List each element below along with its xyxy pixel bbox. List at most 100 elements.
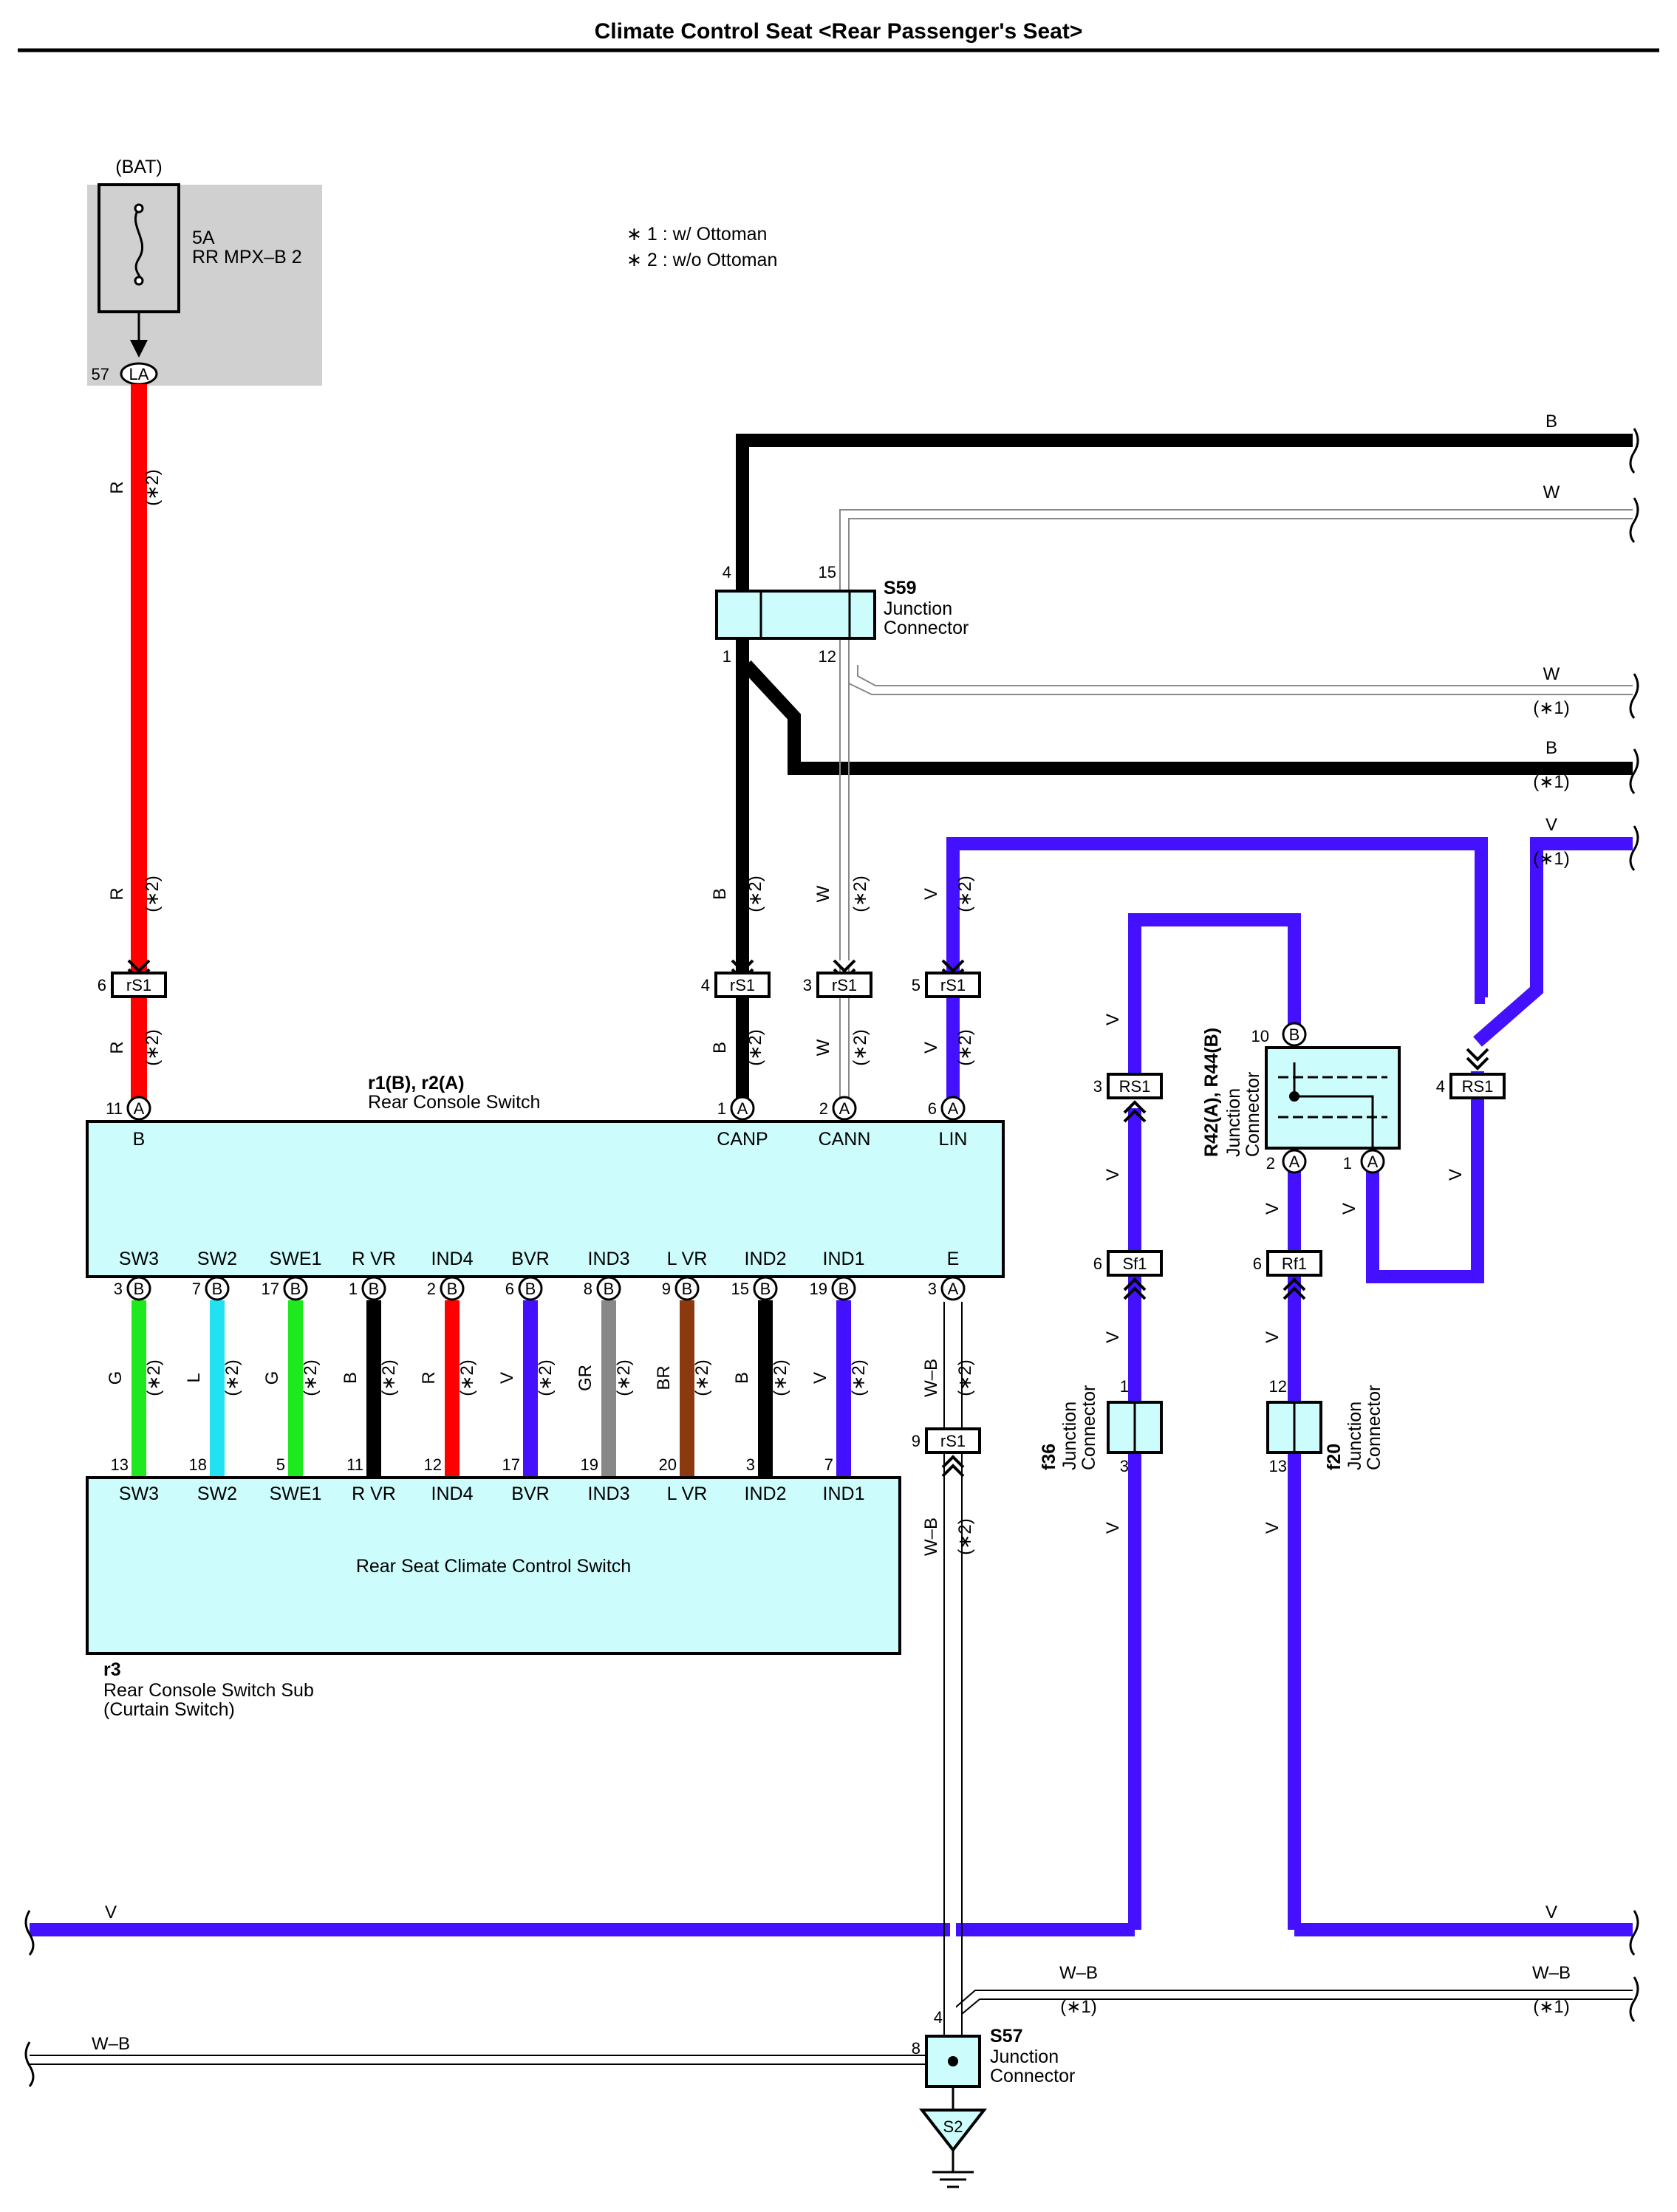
svg-text:13: 13 xyxy=(1269,1457,1287,1475)
connector-rs1-3-pin: 3 xyxy=(803,976,812,994)
wire-violet-loop xyxy=(1366,1071,1484,1283)
switch-wire-color-3: B xyxy=(341,1372,361,1384)
switch-wire-color-8: B xyxy=(732,1372,752,1384)
label-v-8: V xyxy=(1263,1331,1282,1343)
fuse-name: RR MPX–B 2 xyxy=(192,247,302,267)
label-v-4: V xyxy=(1103,1169,1123,1181)
svg-text:Connector: Connector xyxy=(1364,1385,1384,1470)
label-w-1: W xyxy=(813,885,833,902)
label-w-right-2-opt: (∗1) xyxy=(1533,698,1569,718)
console-top-pin-3-letter: A xyxy=(948,1099,959,1118)
label-r-3: R xyxy=(107,1041,127,1054)
switch-wire-color-2: G xyxy=(262,1371,282,1385)
r3-pin-label-4: IND4 xyxy=(431,1484,474,1504)
connector-rs1-4-label: rS1 xyxy=(730,976,755,994)
s59-id: S59 xyxy=(884,578,916,598)
svg-text:15: 15 xyxy=(819,563,836,581)
RS1-3-chevron-icon xyxy=(1123,1100,1147,1123)
label-wb-bottom-left: W–B xyxy=(92,2034,130,2054)
note-option-2: ∗ 2 : w/o Ottoman xyxy=(626,250,777,270)
console-bottom-pin-10-number: 3 xyxy=(928,1280,937,1298)
console-bottom-pin-0-number: 3 xyxy=(114,1280,123,1298)
fuse-source-label: (BAT) xyxy=(115,157,162,177)
console-bottom-pin-1-number: 7 xyxy=(192,1280,201,1298)
switch-wire-opt-4: (∗2) xyxy=(457,1359,477,1396)
console-bottom-label-7: L VR xyxy=(667,1249,708,1269)
console-bottom-pin-8-number: 15 xyxy=(731,1280,749,1298)
switch-wire-color-0: G xyxy=(106,1371,126,1385)
wire-violet-jc xyxy=(1128,913,1301,1079)
console-top-pin-2-letter: A xyxy=(839,1099,850,1118)
connector-rs1-3-label: rS1 xyxy=(832,976,857,994)
label-v-6: V xyxy=(1103,1522,1123,1534)
console-bottom-pin-1-letter: B xyxy=(212,1280,223,1298)
note-option-1: ∗ 1 : w/ Ottoman xyxy=(626,224,767,245)
label-v-right-1: V xyxy=(1545,815,1557,835)
switch-wire-color-9: V xyxy=(810,1372,830,1384)
r3-pin-num-8: 3 xyxy=(746,1455,755,1474)
svg-text:Junction: Junction xyxy=(1059,1402,1080,1470)
r3-pin-label-5: BVR xyxy=(511,1484,549,1504)
console-bottom-pin-9: B19 xyxy=(810,1276,856,1301)
connector-RS1-4-pin: 4 xyxy=(1436,1077,1445,1096)
label-w-2: W xyxy=(813,1039,833,1056)
connector-rs1-5-label: rS1 xyxy=(940,976,966,994)
r3-pin-label-1: SW2 xyxy=(197,1484,237,1504)
switch-wire-color-7: BR xyxy=(654,1365,674,1390)
r42-id: R42(A), R44(B) xyxy=(1201,1028,1222,1157)
console-bottom-pin-6-number: 8 xyxy=(584,1280,592,1298)
svg-text:1: 1 xyxy=(1343,1154,1352,1172)
console-top-pin-3-number: 6 xyxy=(928,1099,937,1118)
label-v-11: V xyxy=(1446,1169,1466,1181)
wire-black-branch xyxy=(741,660,1633,775)
label-b-2: B xyxy=(710,1042,730,1054)
switch-wire-opt-7: (∗2) xyxy=(692,1359,712,1396)
label-r-2-opt: (∗2) xyxy=(143,875,163,912)
svg-text:Connector: Connector xyxy=(1243,1072,1263,1157)
label-v-3: V xyxy=(1103,1014,1123,1025)
rear-seat-climate-switch: Rear Seat Climate Control Switch r3 Rear… xyxy=(86,1476,901,1720)
switch-wire-opt-8: (∗2) xyxy=(771,1359,790,1396)
connector-rs1-5-pin: 5 xyxy=(912,976,921,994)
svg-text:S2: S2 xyxy=(943,2117,963,2136)
console-bottom-pin-8: B15 xyxy=(731,1276,778,1301)
r3-pin-label-9: IND1 xyxy=(823,1484,865,1504)
console-bottom-pin-5-number: 6 xyxy=(505,1280,514,1298)
switch-wire-color-5: V xyxy=(497,1372,517,1384)
console-bottom-label-9: IND1 xyxy=(823,1249,865,1269)
svg-text:Connector: Connector xyxy=(884,618,969,638)
console-bottom-pin-4-letter: B xyxy=(447,1280,458,1298)
r42-pin-2: A xyxy=(1282,1149,1307,1174)
r3-pin-num-9: 7 xyxy=(824,1455,833,1474)
console-top-pin-1: A1 xyxy=(717,1096,755,1121)
sf1-chevron-icon xyxy=(1123,1277,1147,1300)
svg-text:Junction: Junction xyxy=(1345,1402,1365,1470)
switch-wire-opt-0: (∗2) xyxy=(144,1359,164,1396)
svg-text:2: 2 xyxy=(1266,1154,1275,1172)
label-wb-2-opt: (∗2) xyxy=(955,1518,975,1554)
label-v-10: V xyxy=(1339,1203,1359,1215)
label-r-1: R xyxy=(107,481,127,494)
console-bottom-pin-4-number: 2 xyxy=(427,1280,436,1298)
label-wb-2: W–B xyxy=(921,1518,941,1556)
console-bottom-label-4: IND4 xyxy=(431,1249,474,1269)
label-b-right-2-opt: (∗1) xyxy=(1533,772,1569,792)
label-r-3-opt: (∗2) xyxy=(143,1029,163,1065)
ground-icon xyxy=(918,2109,988,2153)
console-top-pin-0-number: 11 xyxy=(106,1099,123,1118)
label-wb-bottom-right: W–B xyxy=(1532,1963,1571,1983)
switch-wire-opt-3: (∗2) xyxy=(379,1359,399,1396)
label-v-right-1-opt: (∗1) xyxy=(1533,849,1569,869)
console-bottom-pin-6-letter: B xyxy=(604,1280,615,1298)
label-r-2: R xyxy=(107,887,127,900)
console-top-label-1: CANP xyxy=(717,1129,768,1150)
switch-wire-color-1: L xyxy=(184,1373,204,1382)
connector-rs1-4-pin: 4 xyxy=(701,976,710,994)
console-top-pin-2-number: 2 xyxy=(819,1099,828,1118)
console-bottom-label-1: SW2 xyxy=(197,1249,237,1269)
console-bottom-pin-4: B2 xyxy=(427,1276,465,1301)
switch-wire-color-6: GR xyxy=(575,1365,595,1391)
svg-text:Junction: Junction xyxy=(1223,1088,1244,1157)
